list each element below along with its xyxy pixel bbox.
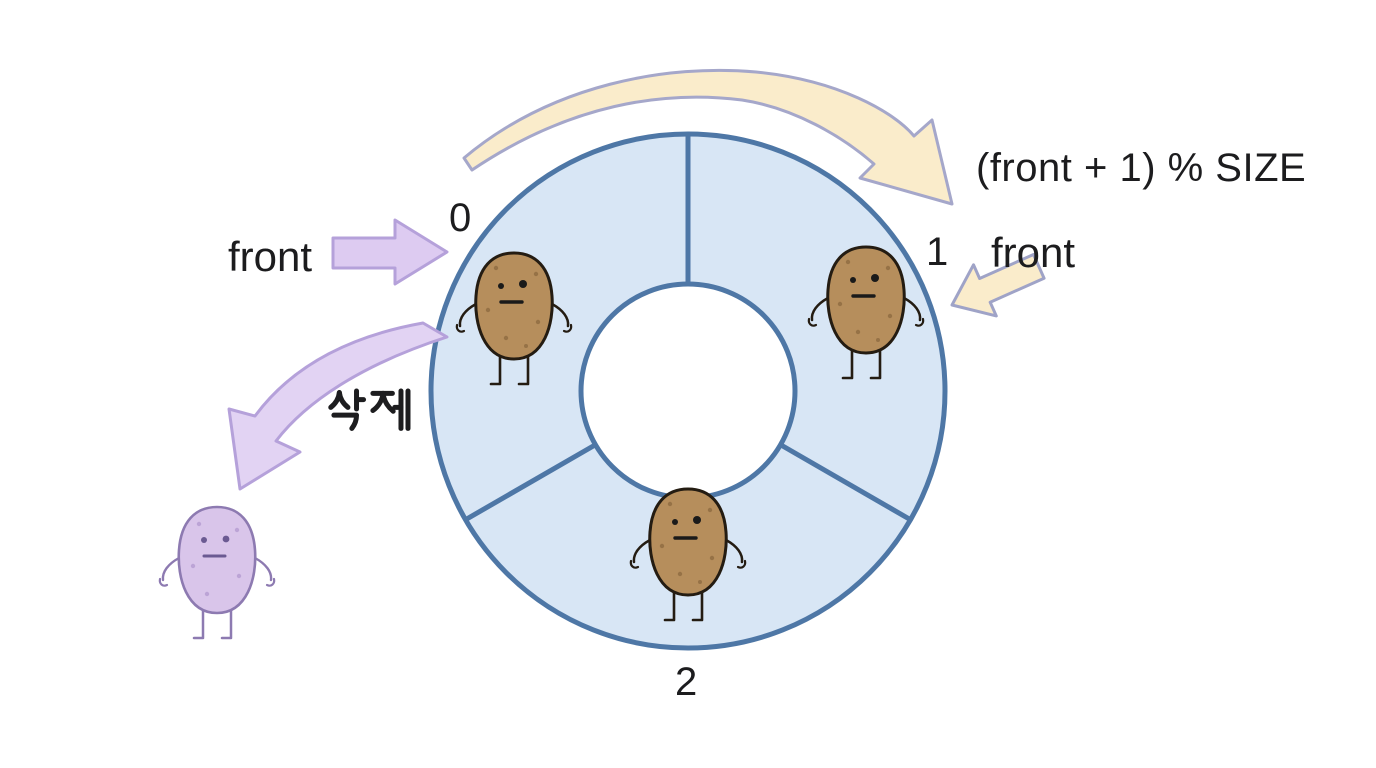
delete-arc-arrow-icon (227, 321, 449, 491)
slot-index-2: 2 (675, 660, 698, 704)
front-pointer-left-arrow-icon (331, 218, 449, 286)
slot-index-1: 1 (926, 230, 949, 274)
removed-potato (158, 505, 276, 640)
front-label-right: front (991, 229, 1076, 276)
ring-dividers (463, 134, 913, 523)
front-pointer-right-arrow-icon (950, 252, 1046, 318)
slot-index-0: 0 (449, 196, 472, 240)
front-label-left: front (228, 233, 313, 280)
advance-formula-label: (front + 1) % SIZE (976, 146, 1307, 190)
ring-inner-circle (578, 281, 798, 501)
queue-ring (428, 131, 948, 651)
delete-label (328, 388, 411, 431)
advance-arc-arrow-icon (462, 68, 954, 206)
